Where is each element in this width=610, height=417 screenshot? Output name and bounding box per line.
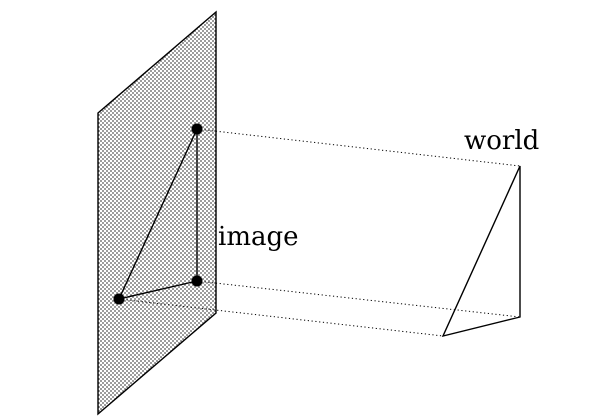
projection-line-middle [196, 280, 521, 318]
image-triangle-edge-left [118, 128, 198, 300]
image-label: image [218, 222, 299, 252]
image-plane [97, 10, 217, 416]
projection-line-top [196, 128, 521, 167]
image-point-top [191, 123, 203, 135]
image-triangle-edge-bottom [118, 280, 198, 300]
image-point-bottom [113, 293, 125, 305]
world-triangle [441, 165, 521, 338]
world-label: world [464, 126, 539, 156]
image-point-middle [191, 275, 203, 287]
projection-line-bottom [118, 298, 444, 337]
